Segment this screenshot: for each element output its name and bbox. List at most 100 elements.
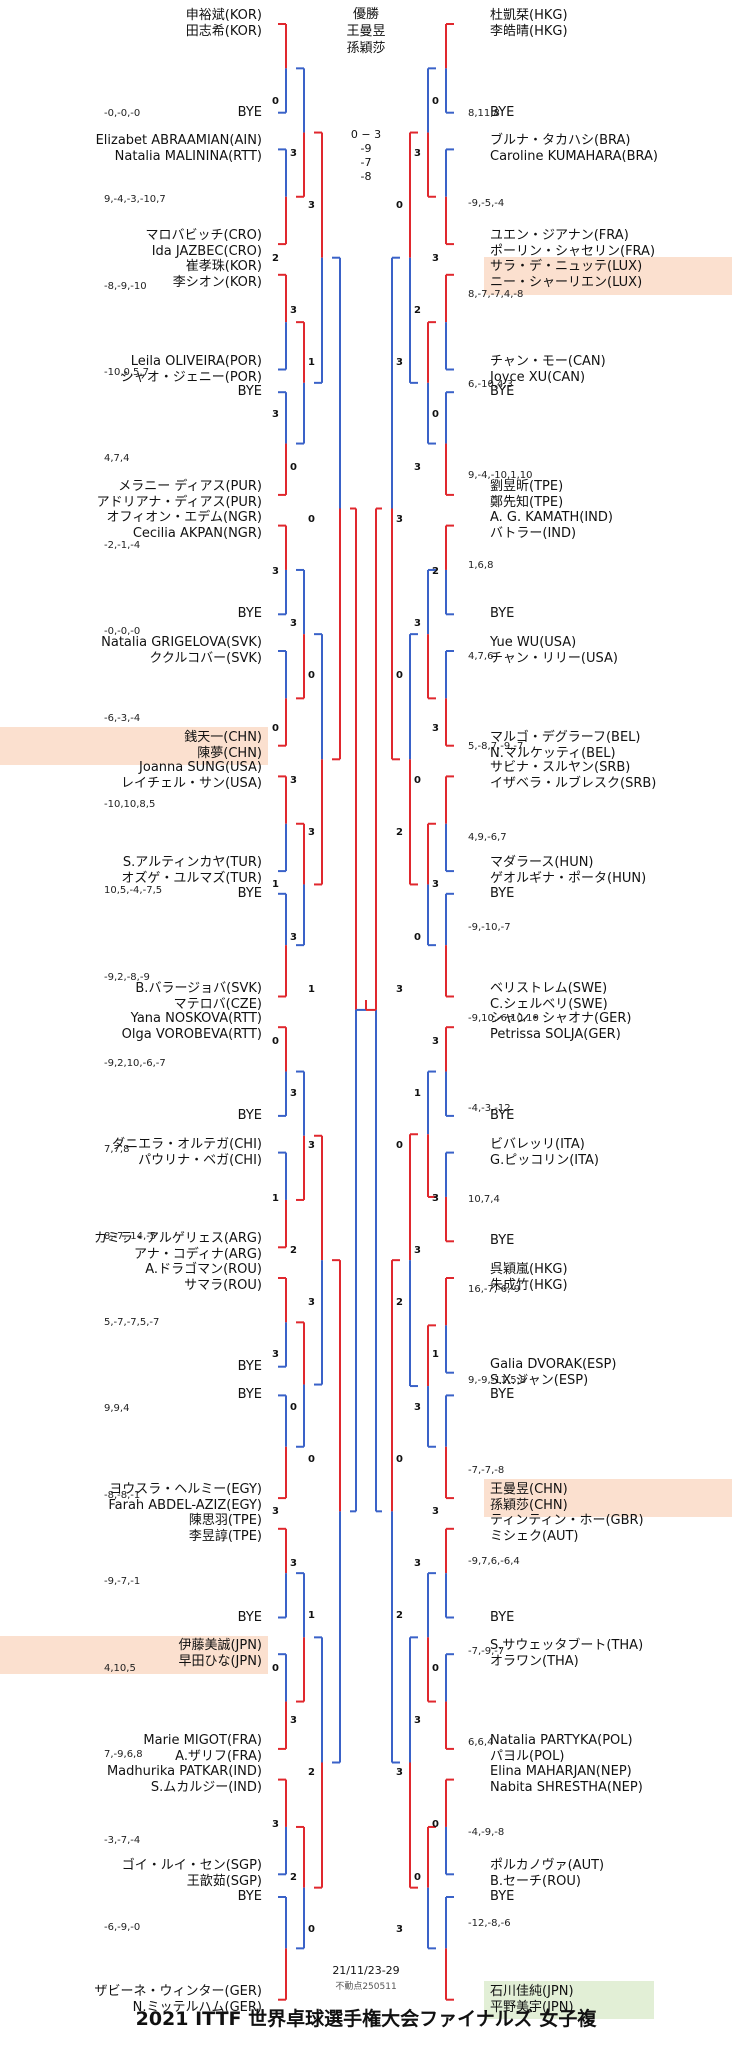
left-player-19-b: パウリナ・ベガ(CHI) <box>138 1152 262 1168</box>
right-game-count-5: 2 <box>414 304 421 316</box>
left-player-32-b: N.ミッテルハム(GER) <box>132 1999 262 2015</box>
highlight-right-5 <box>484 256 732 295</box>
right-score-16: -7,-7,-8 <box>468 1465 505 1477</box>
right-player-11-b: チャン・リリー(USA) <box>490 651 618 666</box>
left-player-24-a: ヨウスラ・ヘルミー(EGY) <box>109 1482 262 1498</box>
page-title: 2021 ITTF 世界卓球選手権大会ファイナルズ 女子複 <box>135 2008 597 2030</box>
left-player-31-a: BYE <box>237 1889 262 1904</box>
right-player-1-b: 李皓晴(HKG) <box>490 24 568 39</box>
right-player-18-a: BYE <box>490 1107 515 1123</box>
left-game-count-33: 2 <box>308 1767 315 1779</box>
left-player-29-a: Madhurika PATKAR(IND) <box>106 1763 262 1779</box>
left-player-2-a: BYE <box>237 104 262 120</box>
left-game-count-6: 1 <box>308 357 315 369</box>
right-game-count-36: 3 <box>396 1923 403 1935</box>
left-game-count-12: 0 <box>308 670 315 682</box>
right-player-29-a: Elina MAHARJAN(NEP) <box>490 1763 632 1779</box>
left-game-count-16: 1 <box>272 879 279 891</box>
left-game-count-27: 0 <box>308 1453 315 1465</box>
left-game-count-24: 3 <box>308 1297 315 1309</box>
right-player-19-a: ビバレッリ(ITA) <box>490 1136 585 1152</box>
left-player-25-b: 李昱諄(TPE) <box>188 1528 262 1544</box>
right-game-count-13: 3 <box>432 722 439 734</box>
right-player-9-a: A. G. KAMATH(IND) <box>490 509 613 525</box>
left-player-11-a: Natalia GRIGELOVA(SVK) <box>101 635 262 650</box>
right-player-17-b: Petrissa SOLJA(GER) <box>490 1027 621 1043</box>
left-player-10-a: BYE <box>237 606 262 622</box>
left-player-16-b: マテロバ(CZE) <box>173 996 262 1012</box>
left-player-30-b: 王歆茹(SGP) <box>186 1874 262 1890</box>
right-player-24-b: 孫穎莎(CHN) <box>490 1498 568 1514</box>
left-player-3-a: Elizabet ABRAAMIAN(AIN) <box>95 133 262 149</box>
champion-header: 優勝 王曼昱 孫穎莎 <box>316 6 416 57</box>
left-player-17-b: Olga VOROBEVA(RTT) <box>121 1027 262 1043</box>
left-player-1-b: 田志希(KOR) <box>185 24 262 39</box>
left-score-8: -6,-3,-4 <box>104 712 141 724</box>
left-player-9-b: Cecilia AKPAN(NGR) <box>132 525 262 541</box>
right-game-count-21: 0 <box>396 1140 403 1152</box>
right-game-count-1: 0 <box>432 96 439 107</box>
right-game-count-31: 0 <box>432 1662 439 1674</box>
left-game-count-2: 3 <box>290 148 297 160</box>
left-player-28-a: Marie MIGOT(FRA) <box>143 1732 262 1748</box>
left-game-count-8: 0 <box>290 461 297 473</box>
left-player-28-b: A.ザリフ(FRA) <box>175 1748 262 1764</box>
right-player-28-a: Natalia PARTYKA(POL) <box>490 1732 633 1748</box>
left-player-29-b: S.ムカルジー(IND) <box>150 1779 262 1795</box>
champion-label: 優勝 <box>352 7 379 22</box>
right-player-1-a: 杜凱栞(HKG) <box>490 8 568 23</box>
left-player-13-b: レイチェル・サン(USA) <box>120 776 262 792</box>
left-score-22: -6,-9,-0 <box>104 1921 141 1933</box>
left-player-5-b: 李シオン(KOR) <box>172 274 262 290</box>
right-score-9: 4,9,-6,7 <box>468 831 507 843</box>
left-game-count-32: 3 <box>290 1714 297 1726</box>
left-player-8-b: アドリアナ・ディアス(PUR) <box>96 494 262 510</box>
left-game-count-20: 3 <box>290 1088 297 1100</box>
right-score-19: 6,6,4 <box>468 1736 494 1748</box>
right-player-32-a: 石川佳純(JPN) <box>490 1983 574 1999</box>
highlight-right-24 <box>484 1479 732 1518</box>
right-player-27-a: S.サウェッタブート(THA) <box>490 1638 644 1654</box>
right-player-5-a: サラ・デ・ニュッテ(LUX) <box>490 258 643 274</box>
right-player-30-b: B.セーチ(ROU) <box>490 1874 581 1890</box>
right-game-count-2: 3 <box>414 148 421 160</box>
right-player-5-b: ニー・シャーリエン(LUX) <box>490 274 643 290</box>
left-player-24-b: Farah ABDEL-AZIZ(EGY) <box>108 1498 262 1514</box>
left-score-16: 9,9,4 <box>104 1403 130 1415</box>
left-score-1: -0,-0,-0 <box>104 108 141 119</box>
left-player-9-a: オフィオン・エデム(NGR) <box>106 509 262 525</box>
left-player-4-b: Ida JAZBEC(CRO) <box>151 244 262 260</box>
right-score-20: -4,-9,-8 <box>468 1827 505 1839</box>
left-game-count-23: 2 <box>290 1244 297 1256</box>
right-game-count-19: 3 <box>432 1036 439 1047</box>
right-game-count-29: 3 <box>414 1558 421 1570</box>
left-player-32-a: ザビーネ・ウィンター(GER) <box>94 1983 262 1999</box>
left-player-27-a: 伊藤美誠(JPN) <box>178 1638 262 1654</box>
right-score-18: -7,-9,-7 <box>468 1646 505 1658</box>
left-score-9: -10,10,8,5 <box>104 798 156 810</box>
left-game-count-29: 3 <box>290 1558 297 1570</box>
right-score-2: -9,-5,-4 <box>468 198 505 210</box>
right-player-20-a: BYE <box>490 1233 515 1249</box>
right-game-count-32: 3 <box>414 1714 421 1726</box>
right-score-1: 8,11,8 <box>468 108 500 119</box>
left-player-14-b: オズゲ・ユルマズ(TUR) <box>121 871 262 887</box>
right-game-count-3: 0 <box>396 200 403 212</box>
right-score-17: -9,7,6,-6,4 <box>468 1555 520 1567</box>
right-player-22-b: S.X.ジャン(ESP) <box>490 1372 589 1388</box>
final-set-score-3: -8 <box>360 170 372 183</box>
left-game-count-4: 2 <box>272 252 279 264</box>
left-score-13: 7,7,8 <box>104 1144 130 1156</box>
left-player-21-b: サマラ(ROU) <box>184 1278 262 1293</box>
right-player-30-a: ポルカノヴァ(AUT) <box>490 1858 605 1874</box>
left-game-count-26: 0 <box>290 1401 297 1413</box>
right-player-12-a: マルゴ・デグラーフ(BEL) <box>490 729 641 745</box>
highlight-left-27 <box>0 1636 268 1675</box>
right-game-count-4: 3 <box>432 252 439 264</box>
right-player-6-b: Joyce XU(CAN) <box>490 369 586 385</box>
right-game-count-17: 0 <box>414 931 421 943</box>
right-player-11-a: Yue WU(USA) <box>490 635 577 650</box>
left-game-count-19: 0 <box>272 1036 279 1047</box>
left-game-count-18: 1 <box>308 983 315 995</box>
